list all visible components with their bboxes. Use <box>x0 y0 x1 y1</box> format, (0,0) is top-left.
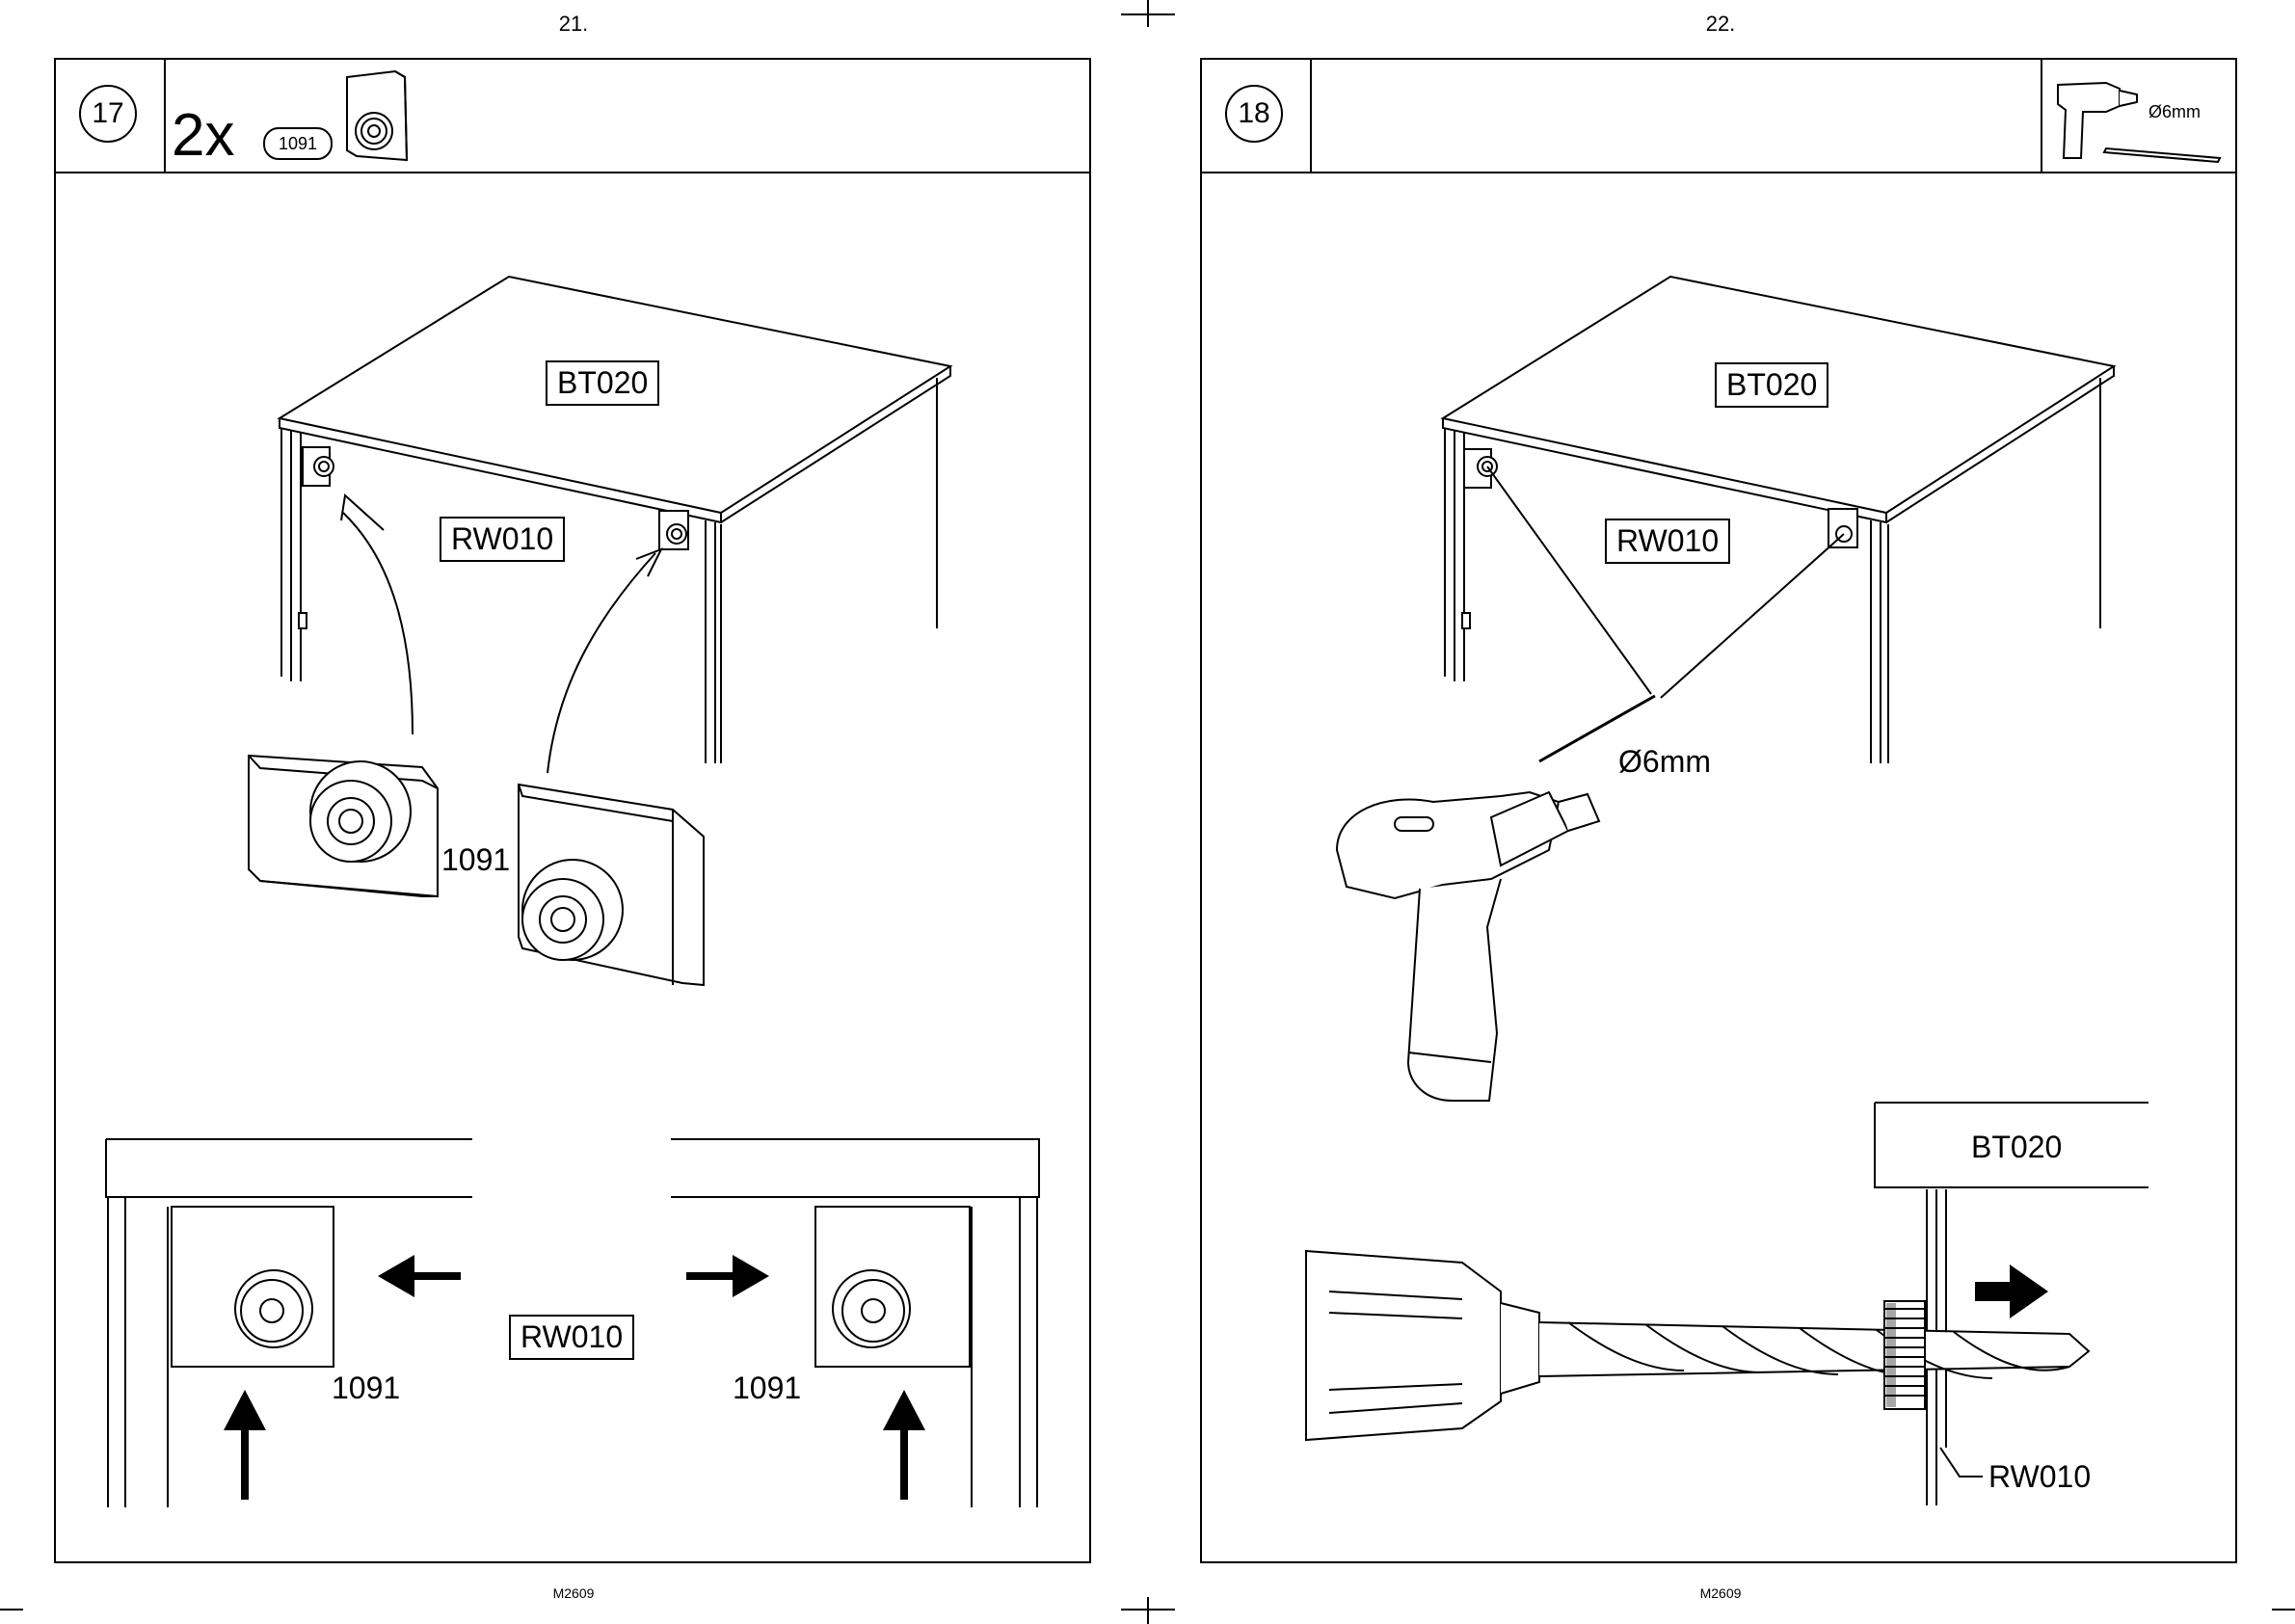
crop-mark-right <box>2272 1609 2295 1611</box>
page-number-right: 22. <box>1663 12 1778 37</box>
label-detail-right-part: 1091 <box>733 1371 801 1406</box>
label-part-callout: 1091 <box>441 842 510 878</box>
crop-mark-bottom <box>1147 1597 1149 1624</box>
label-top-panel: BT020 <box>546 360 659 406</box>
label-back-panel: RW010 <box>440 517 565 562</box>
instruction-frame-step-18: 18 Ø6mm <box>1200 58 2237 1563</box>
label-detail-back-panel: RW010 <box>509 1315 634 1360</box>
label-top-panel: BT020 <box>1715 362 1828 408</box>
drilling-illustration <box>1202 60 2239 1565</box>
label-back-panel: RW010 <box>1605 519 1730 564</box>
footer-code-left: M2609 <box>516 1585 631 1601</box>
crop-mark-bottom-h <box>1121 1609 1175 1611</box>
footer-code-right: M2609 <box>1663 1585 1778 1601</box>
label-drill-size: Ø6mm <box>1618 744 1711 780</box>
label-detail-left-part: 1091 <box>332 1371 400 1406</box>
crop-mark-left <box>0 1609 23 1611</box>
label-detail-back-panel: RW010 <box>1988 1459 2091 1495</box>
instruction-frame-step-17: 17 2x 1091 <box>54 58 1091 1563</box>
crop-mark-top-h <box>1121 13 1175 15</box>
page-number-left: 21. <box>516 12 631 37</box>
label-detail-top-panel: BT020 <box>1971 1130 2062 1165</box>
